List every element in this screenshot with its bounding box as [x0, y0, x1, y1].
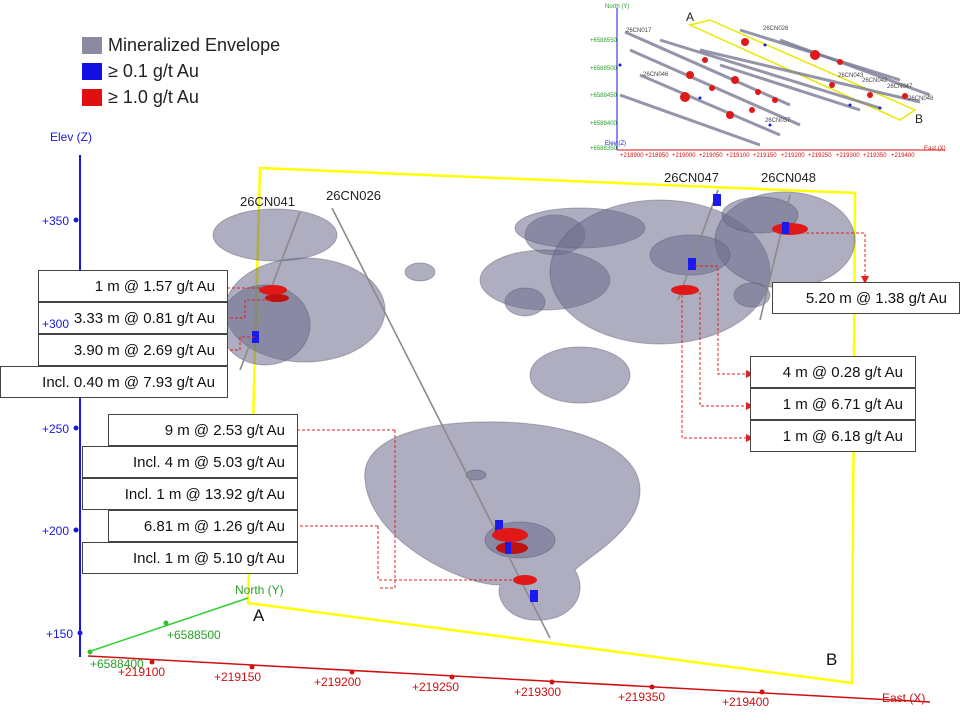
- inset-north-title: North (Y): [605, 4, 630, 10]
- inset-x-tick: +218950: [645, 153, 669, 159]
- east-tick: +219250: [412, 680, 460, 694]
- hole-label-26CN041: 26CN041: [240, 194, 295, 209]
- interval-callout: 6.81 m @ 1.26 g/t Au: [108, 510, 298, 542]
- inset-section-a: A: [686, 10, 695, 24]
- drill-trace-26CN026: [331, 207, 551, 639]
- inset-hole-label: 26CN037: [765, 118, 791, 124]
- legend: Mineralized Envelope ≥ 0.1 g/t Au ≥ 1.0 …: [82, 32, 280, 110]
- legend-swatch: [82, 88, 102, 106]
- interval-callout: Incl. 4 m @ 5.03 g/t Au: [82, 446, 298, 478]
- legend-swatch: [82, 62, 102, 80]
- inset-y-tick: +6588350: [590, 146, 617, 152]
- legend-item-low-grade: ≥ 0.1 g/t Au: [82, 58, 280, 84]
- interval-callout: 5.20 m @ 1.38 g/t Au: [772, 282, 960, 314]
- hole-label-26CN048: 26CN048: [761, 170, 816, 185]
- north-axis: [87, 597, 249, 653]
- inset-y-tick: +6588550: [590, 38, 617, 44]
- inset-hole-label: 26CN017: [626, 28, 652, 34]
- east-tick: +219350: [618, 690, 666, 704]
- inset-hole-label: 26CN048: [908, 96, 934, 102]
- inset-hole-label: 26CN026: [763, 26, 789, 32]
- interval-callout: 1 m @ 6.18 g/t Au: [750, 420, 916, 452]
- section-label-b: B: [826, 650, 838, 669]
- interval-callout: Incl. 0.40 m @ 7.93 g/t Au: [0, 366, 228, 398]
- hole-label-26CN047: 26CN047: [664, 170, 719, 185]
- envelope: [465, 469, 487, 481]
- east-tick: +219150: [214, 670, 262, 684]
- legend-item-high-grade: ≥ 1.0 g/t Au: [82, 84, 280, 110]
- elev-tick: +300: [42, 317, 70, 331]
- inset-hole-label: 26CN043: [838, 73, 864, 79]
- interval-callout: 9 m @ 2.53 g/t Au: [108, 414, 298, 446]
- inset-x-tick: +219300: [836, 153, 860, 159]
- legend-item-envelope: Mineralized Envelope: [82, 32, 280, 58]
- inset-hole-label: 26CN042: [862, 78, 888, 84]
- interval-callout: 1 m @ 6.71 g/t Au: [750, 388, 916, 420]
- hole-label-26CN026: 26CN026: [326, 188, 381, 203]
- inset-east-title: East (X): [924, 146, 946, 152]
- inset-x-tick: +219200: [781, 153, 805, 159]
- section-label-a: A: [253, 606, 265, 625]
- envelope: [212, 208, 338, 262]
- inset-x-tick: +219000: [672, 153, 696, 159]
- interval-callout: 1 m @ 1.57 g/t Au: [38, 270, 228, 302]
- interval-callout: 4 m @ 0.28 g/t Au: [750, 356, 916, 388]
- legend-label: ≥ 1.0 g/t Au: [108, 86, 199, 107]
- elev-tick: +200: [42, 524, 70, 538]
- elev-axis-title: Elev (Z): [50, 130, 92, 144]
- inset-y-tick: +6588450: [590, 93, 617, 99]
- envelope: [219, 284, 311, 366]
- east-axis-title: East (X): [882, 691, 926, 705]
- interval-callout: Incl. 1 m @ 13.92 g/t Au: [82, 478, 298, 510]
- inset-hole-label: 26CN046: [643, 72, 669, 78]
- inset-x-tick: +219250: [808, 153, 832, 159]
- envelope: [529, 346, 631, 404]
- inset-y-tick: +6588400: [590, 121, 617, 127]
- inset-x-tick: +219150: [753, 153, 777, 159]
- envelope: [721, 196, 799, 234]
- legend-label: ≥ 0.1 g/t Au: [108, 60, 199, 81]
- elev-tick: +350: [42, 214, 70, 228]
- inset-elev-title: Elev (Z): [605, 141, 626, 147]
- inset-x-tick: +219400: [891, 153, 915, 159]
- interval-callout: 3.33 m @ 0.81 g/t Au: [38, 302, 228, 334]
- inset-hole-label: 26CN047: [887, 84, 913, 90]
- east-tick: +219300: [514, 685, 562, 699]
- envelope: [733, 282, 771, 308]
- east-tick: +219100: [118, 665, 166, 679]
- north-tick: +6588500: [167, 628, 221, 642]
- envelope: [404, 262, 436, 282]
- drill-trace-26CN048: [759, 194, 791, 321]
- elev-tick: +150: [46, 627, 74, 641]
- east-axis: [87, 655, 931, 703]
- inset-x-tick: +218900: [620, 153, 644, 159]
- inset-y-tick: +6588500: [590, 66, 617, 72]
- north-axis-title: North (Y): [235, 583, 284, 597]
- legend-label: Mineralized Envelope: [108, 34, 281, 55]
- inset-section-b: B: [915, 112, 924, 126]
- drill-trace-26CN047: [677, 189, 719, 301]
- legend-swatch: [82, 36, 102, 54]
- inset-x-tick: +219100: [726, 153, 750, 159]
- envelope: [504, 287, 546, 317]
- interval-callout: 3.90 m @ 2.69 g/t Au: [38, 334, 228, 366]
- east-tick: +219200: [314, 675, 362, 689]
- inset-plan-map: [616, 8, 945, 151]
- north-tick: +6588400: [90, 657, 144, 671]
- envelope: [649, 234, 731, 276]
- interval-callout: Incl. 1 m @ 5.10 g/t Au: [82, 542, 298, 574]
- inset-x-tick: +219350: [863, 153, 887, 159]
- east-tick: +219400: [722, 695, 770, 709]
- inset-x-tick: +219050: [699, 153, 723, 159]
- elev-tick: +250: [42, 422, 70, 436]
